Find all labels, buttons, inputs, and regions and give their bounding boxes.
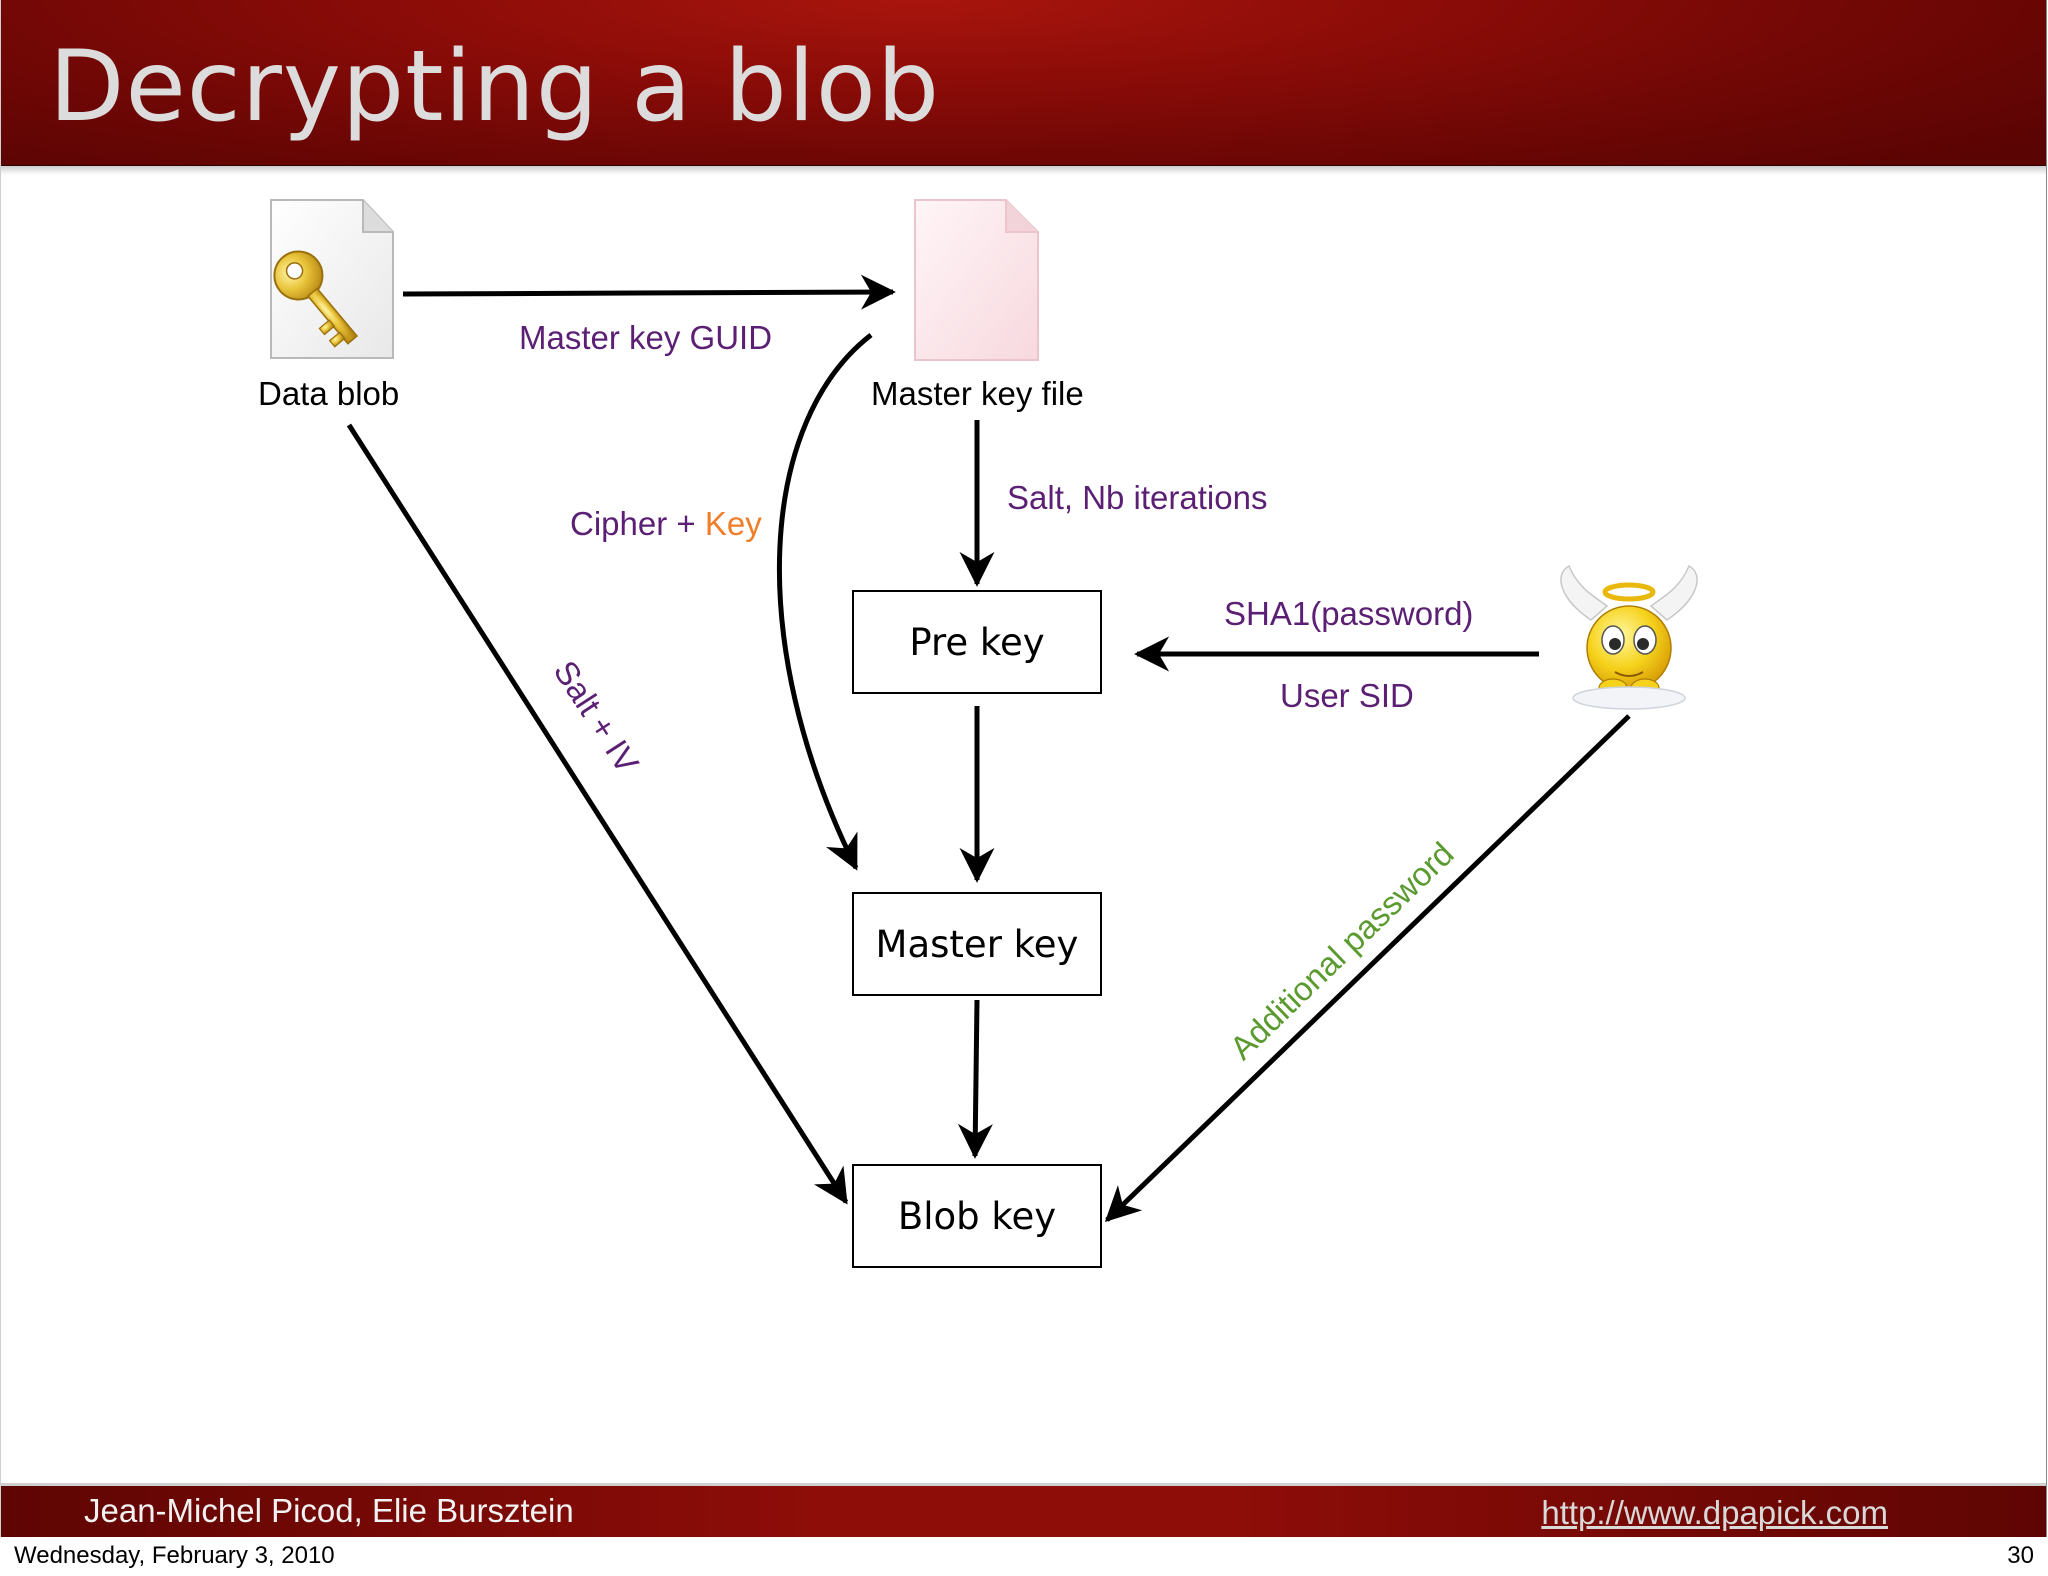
- footer-url-link[interactable]: http://www.dpapick.com: [1541, 1494, 1888, 1531]
- title-bar: Decrypting a blob: [1, 0, 2046, 166]
- arrow-masterkeyfile-to-masterkey-curved: [777, 333, 873, 871]
- page-number: 30: [2007, 1542, 2034, 1569]
- document-key-icon: [270, 199, 394, 359]
- blob-key-box: Blob key: [852, 1164, 1102, 1268]
- arrow-blob-to-masterkeyfile: [402, 274, 896, 310]
- salt-nb-iterations-label: Salt, Nb iterations: [1007, 479, 1268, 516]
- pink-document-icon: [914, 199, 1039, 361]
- angel-smiley-icon: [1560, 564, 1698, 710]
- key-highlight-label: Key: [704, 505, 762, 542]
- data-blob-label: Data blob: [258, 375, 400, 412]
- footer-bar: [1, 1483, 2046, 1537]
- footer-date: Wednesday, February 3, 2010: [14, 1542, 335, 1569]
- pre-key-box: Pre key: [852, 590, 1102, 694]
- sha1-password-label: SHA1(password): [1224, 595, 1474, 632]
- slide-title: Decrypting a blob: [49, 30, 941, 144]
- presenter-strip: [0, 1537, 2048, 1576]
- arrow-blob-to-blobkey: [346, 423, 849, 1205]
- arrow-user-to-blobkey: [1104, 714, 1631, 1223]
- master-key-guid-label: Master key GUID: [519, 319, 773, 356]
- master-key-file-label: Master key file: [871, 375, 1084, 412]
- arrow-masterkey-to-blobkey: [957, 999, 993, 1159]
- title-shadow: [1, 165, 2046, 175]
- master-key-box: Master key: [852, 892, 1102, 996]
- cipher-key-label: Cipher + Key: [570, 504, 762, 544]
- decryption-diagram: [270, 199, 1698, 1223]
- slide: Decrypting a blob: [0, 0, 2047, 1537]
- cipher-label: Cipher +: [570, 505, 705, 542]
- footer-authors: Jean-Michel Picod, Elie Bursztein: [84, 1492, 574, 1529]
- user-sid-label: User SID: [1280, 677, 1414, 714]
